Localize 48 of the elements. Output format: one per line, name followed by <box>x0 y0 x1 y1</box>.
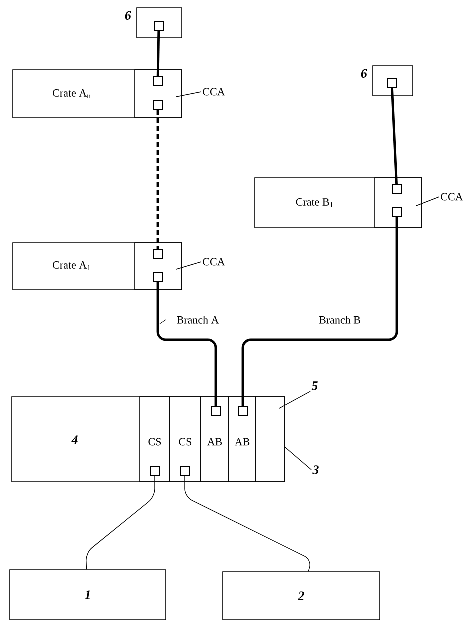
port-square <box>392 207 402 217</box>
controller-slot <box>134 242 182 290</box>
slot-label: CCA <box>203 258 226 266</box>
slot-label: CCA <box>203 88 226 96</box>
module-slot: AB <box>228 396 256 482</box>
slot-label: CCA <box>441 193 464 201</box>
edge-label: Branch B <box>318 315 362 325</box>
bus-cable <box>391 88 398 184</box>
node-label: 6 <box>361 69 368 78</box>
connection-line <box>86 476 156 570</box>
controller-slot <box>134 70 182 118</box>
leader-line <box>176 92 202 98</box>
port-square <box>180 466 190 476</box>
controller-slot <box>374 178 422 228</box>
leader-line <box>285 447 312 470</box>
callout-number: 5 <box>312 382 318 390</box>
port-square <box>154 21 164 31</box>
leader-line <box>176 262 202 270</box>
port-square <box>392 184 402 194</box>
node-label: 6 <box>125 11 132 20</box>
port-square <box>150 466 160 476</box>
port-square <box>153 249 163 259</box>
crate-box: Crate B$_{1}$ <box>254 178 422 228</box>
crate-box: Crate A$_{1}$ <box>12 242 182 290</box>
leader-line <box>416 196 440 206</box>
connection-line <box>184 476 310 572</box>
crate-box: Crate A$_{n}$ <box>12 70 182 118</box>
module-slot: AB <box>200 396 230 482</box>
terminal-box: 6 <box>125 8 182 38</box>
edge-label: Branch A <box>160 315 220 325</box>
port-square <box>387 78 397 88</box>
device-box: 2 <box>222 572 380 620</box>
port-square <box>153 76 163 86</box>
device-box: 1 <box>10 570 166 620</box>
port-square <box>153 100 163 110</box>
port-square <box>153 272 163 282</box>
bus-cable <box>242 217 398 406</box>
bus-cable <box>156 110 160 249</box>
leader-line <box>279 391 311 409</box>
callout-number: 3 <box>312 466 319 474</box>
terminal-box: 6 <box>361 66 414 96</box>
port-square <box>238 406 248 416</box>
module-slot: CS <box>170 396 202 482</box>
bus-cable <box>156 30 160 76</box>
module-slot <box>256 396 286 482</box>
module-slot: CS <box>140 396 170 482</box>
bus-cable <box>156 282 218 406</box>
port-square <box>211 406 221 416</box>
